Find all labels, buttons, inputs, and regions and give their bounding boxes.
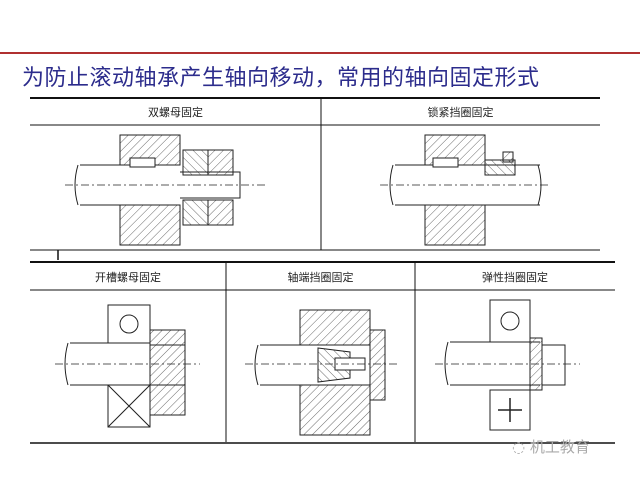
bottom-table-frame bbox=[30, 261, 615, 444]
locking-ring-drawing bbox=[380, 134, 550, 246]
watermark-text: 机工教育 bbox=[529, 438, 590, 456]
circlip-drawing bbox=[435, 299, 580, 431]
label-double-nut: 双螺母固定 bbox=[148, 106, 203, 119]
label-circlip: 弹性挡圈固定 bbox=[482, 271, 548, 284]
label-slotted-nut: 开槽螺母固定 bbox=[95, 271, 161, 284]
header-rule bbox=[0, 52, 640, 54]
shaft-end-ring-drawing bbox=[245, 309, 400, 436]
wechat-icon: ◌ bbox=[512, 438, 530, 456]
label-shaft-end-ring: 轴端挡圈固定 bbox=[287, 271, 354, 284]
label-locking-ring: 锁紧挡圈固定 bbox=[427, 106, 494, 119]
double-nut-drawing bbox=[65, 134, 265, 246]
slide-title: 为防止滚动轴承产生轴向移动，常用的轴向固定形式 bbox=[22, 66, 540, 91]
watermark: ◌ 机工教育 bbox=[512, 436, 590, 457]
slotted-nut-drawing bbox=[55, 304, 200, 428]
top-table-frame bbox=[30, 97, 600, 260]
